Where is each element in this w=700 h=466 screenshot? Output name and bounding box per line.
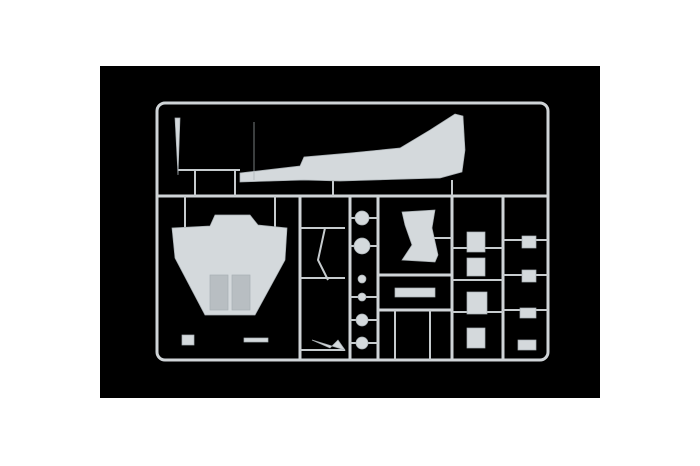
lower-wing-part: [171, 214, 288, 316]
sprue-frame: [155, 101, 550, 362]
wheel-parts: [353, 210, 371, 350]
sprue-photo: [100, 66, 600, 398]
sprue-image: [100, 66, 600, 398]
fuselage-half-part: [174, 113, 466, 183]
small-parts: [181, 209, 537, 351]
